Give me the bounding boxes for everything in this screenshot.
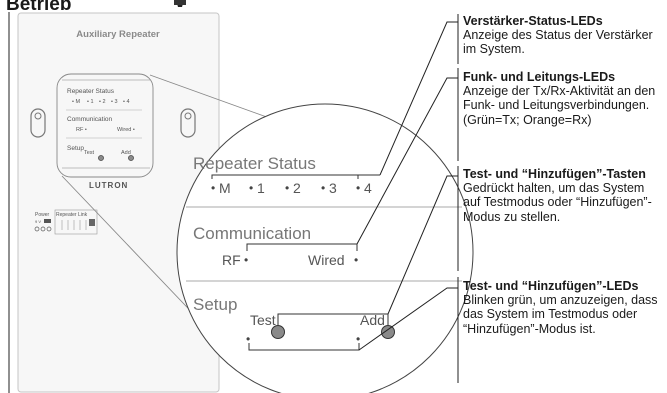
zoom-led-4-dot: • xyxy=(356,181,360,195)
device-repeater-link-box xyxy=(54,209,98,235)
device-power-label: Power xyxy=(35,212,50,218)
zoom-comm-bracket xyxy=(246,243,358,251)
zoom-comm-title: Communication xyxy=(193,224,311,243)
callout-comm-leds-title: Funk- und Leitungs-LEDs xyxy=(463,70,616,84)
device-add-button[interactable] xyxy=(128,155,134,161)
device-led-1: • 1 xyxy=(87,99,94,105)
section-title: Betrieb xyxy=(6,0,72,15)
device-test-button[interactable] xyxy=(98,155,104,161)
zoom-circle xyxy=(176,103,474,393)
device-status-label: Repeater Status xyxy=(67,88,115,95)
callout-setup-buttons: Test- und “Hinzufügen”-Tasten Gedrückt h… xyxy=(463,167,663,224)
zoom-status-bracket xyxy=(211,174,359,179)
leader-comm xyxy=(356,77,458,245)
callout-setup-buttons-desc: Gedrückt halten, um das System auf Testm… xyxy=(463,181,652,224)
device-screw-slot-left xyxy=(30,108,46,138)
device-add-label: Add xyxy=(121,150,131,156)
zoom-leds-bracket xyxy=(248,343,360,351)
device-screw-hole-left xyxy=(34,112,42,120)
device-power-terminal-1 xyxy=(34,226,40,232)
zoom-test-button[interactable] xyxy=(271,325,285,339)
zoom-rf-label: RF xyxy=(222,252,241,268)
device-title: Auxiliary Repeater xyxy=(76,29,160,40)
device-screw-hole-right xyxy=(184,112,192,120)
callout-status-leds-title: Verstärker-Status-LEDs xyxy=(463,14,603,28)
device-rf-label: RF • xyxy=(76,127,87,133)
zoom-led-4: 4 xyxy=(364,180,372,196)
callout-comm-leds: Funk- und Leitungs-LEDs Anzeige der Tx/R… xyxy=(463,70,663,127)
zoom-led-2: 2 xyxy=(293,180,301,196)
zoom-buttons-bracket xyxy=(277,313,389,325)
device-power-terminal-3 xyxy=(46,226,52,232)
device-wired-label: Wired • xyxy=(117,127,135,133)
device-power-connector xyxy=(44,219,51,223)
zoom-setup-title: Setup xyxy=(193,295,237,314)
callout-status-leds: Verstärker-Status-LEDs Anzeige des Statu… xyxy=(463,14,663,57)
callout-setup-leds-title: Test- und “Hinzufügen”-LEDs xyxy=(463,279,639,293)
zoom-led-1-dot: • xyxy=(249,181,253,195)
device-power-terminal-2 xyxy=(40,226,46,232)
magnifier-outline xyxy=(56,73,154,178)
zoom-wired-label: Wired xyxy=(308,252,345,268)
zoom-led-3-dot: • xyxy=(321,181,325,195)
callout-setup-leds: Test- und “Hinzufügen”-LEDs Blinken grün… xyxy=(463,279,663,336)
device-cable-plug xyxy=(174,0,186,5)
zoom-add-led-dot: • xyxy=(356,332,360,346)
zoom-led-1: 1 xyxy=(257,180,265,196)
zoom-test-label: Test xyxy=(250,312,276,328)
zoom-wired-dot: • xyxy=(354,253,358,267)
zoom-led-2-dot: • xyxy=(285,181,289,195)
device-comm-label: Communication xyxy=(67,116,113,123)
zoom-led-3: 3 xyxy=(329,180,337,196)
device-link-port xyxy=(89,219,95,226)
device-setup-label: Setup xyxy=(67,145,84,152)
device-screw-slot-right xyxy=(180,108,196,138)
device-test-label: Test xyxy=(84,150,95,156)
device-repeater-link-label: Repeater Link xyxy=(56,212,88,218)
leader-leds xyxy=(358,287,458,351)
device-led-3: • 3 xyxy=(111,99,118,105)
leader-status xyxy=(379,21,458,176)
device-led-2: • 2 xyxy=(99,99,106,105)
zoom-add-button[interactable] xyxy=(381,325,395,339)
device-power-volts: 9 V xyxy=(35,219,41,224)
device-led-m: • M xyxy=(72,99,80,105)
zoom-rf-dot: • xyxy=(244,253,248,267)
zoom-led-m-dot: • xyxy=(211,181,215,195)
zoom-led-m: M xyxy=(219,180,231,196)
zoom-status-title: Repeater Status xyxy=(193,154,316,173)
device-brand-logo: LUTRON xyxy=(89,181,128,190)
callout-setup-buttons-title: Test- und “Hinzufügen”-Tasten xyxy=(463,167,646,181)
zoom-test-led-dot: • xyxy=(246,332,250,346)
device-led-4: • 4 xyxy=(123,99,130,105)
callout-status-leds-desc: Anzeige des Status der Verstärker im Sys… xyxy=(463,28,653,57)
callout-comm-leds-desc: Anzeige der Tx/Rx-Aktivität an den Funk-… xyxy=(463,84,656,127)
zoom-add-label: Add xyxy=(360,312,385,328)
leader-buttons xyxy=(387,175,458,315)
callout-setup-leds-desc: Blinken grün, um anzuzeigen, dass das Sy… xyxy=(463,293,658,336)
